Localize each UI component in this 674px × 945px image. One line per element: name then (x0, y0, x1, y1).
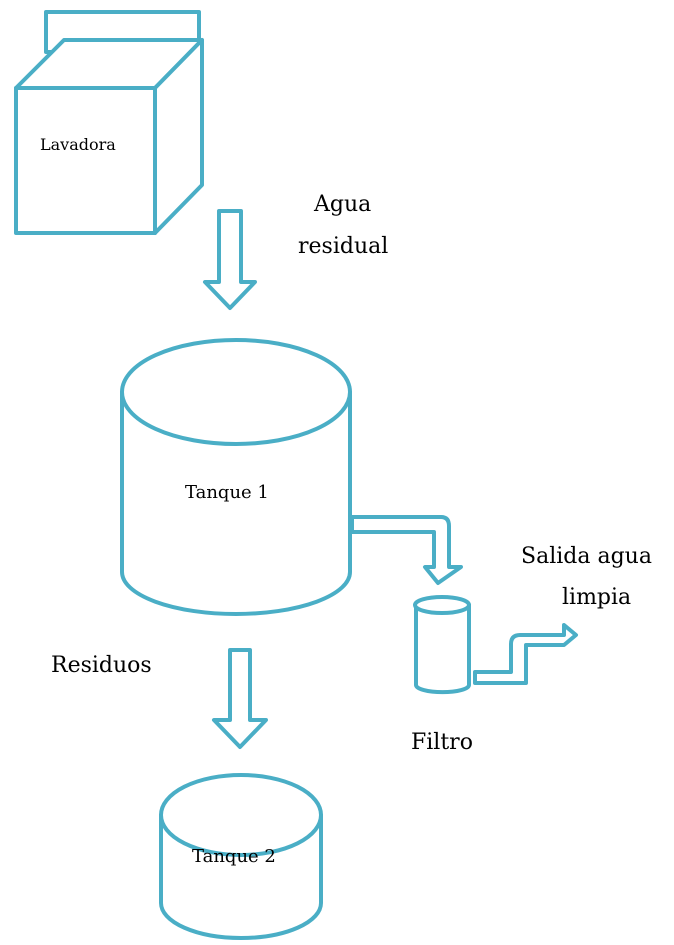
pipe-tank1-to-filter (350, 515, 463, 585)
down-arrow-residues (212, 648, 268, 749)
down-arrow-waste-water (203, 209, 257, 310)
filter-body (414, 603, 471, 695)
agua-residual-label-line1: Agua (313, 192, 371, 217)
salida-agua-label-line2: limpia (562, 585, 631, 610)
lavadora-label: Lavadora (40, 135, 116, 154)
pipe-clean-water-outlet (473, 623, 578, 685)
tank-1-body (120, 390, 352, 616)
filter: Filtro (411, 595, 473, 755)
tanque-1-label: Tanque 1 (185, 482, 269, 503)
tank-1-top (120, 338, 352, 446)
filtro-label: Filtro (411, 730, 473, 755)
tank-1: Tanque 1 (120, 338, 352, 616)
tanque-2-label: Tanque 2 (192, 846, 276, 867)
washing-machine: Lavadora (14, 10, 204, 235)
filter-top (413, 595, 471, 615)
residuos-label: Residuos (51, 653, 152, 678)
salida-agua-label-line1: Salida agua (521, 544, 652, 569)
washing-machine-front-face (14, 86, 157, 235)
tank-2-top (159, 773, 323, 857)
tank-2: Tanque 2 (159, 773, 323, 940)
agua-residual-label-line2: residual (298, 234, 388, 259)
